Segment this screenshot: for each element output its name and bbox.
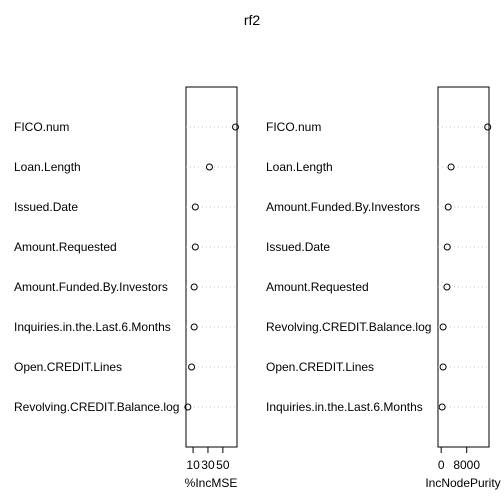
data-point	[191, 243, 199, 251]
x-tick-label: 10	[186, 458, 200, 472]
category-label: Open.CREDIT.Lines	[14, 360, 122, 374]
x-tick-label: 50	[216, 458, 230, 472]
category-label: Loan.Length	[14, 160, 81, 174]
data-point	[205, 163, 213, 171]
panel-inc-node-purity: FICO.numLoan.LengthAmount.Funded.By.Inve…	[266, 86, 501, 490]
category-labels: FICO.numLoan.LengthAmount.Funded.By.Inve…	[266, 120, 431, 414]
category-labels: FICO.numLoan.LengthIssued.DateAmount.Req…	[14, 120, 179, 414]
x-tick-label: 8000	[453, 458, 480, 472]
data-points	[184, 123, 240, 411]
category-label: FICO.num	[266, 120, 321, 134]
x-axis-title: %IncMSE	[185, 476, 238, 490]
x-axis: 0 8000	[438, 447, 480, 472]
data-point	[484, 123, 492, 131]
category-label: Issued.Date	[14, 200, 78, 214]
data-point	[439, 323, 447, 331]
category-label: Revolving.CREDIT.Balance.log	[266, 320, 431, 334]
category-label: Open.CREDIT.Lines	[266, 360, 374, 374]
x-tick-label: 30	[201, 458, 215, 472]
plot-frame	[437, 86, 490, 448]
data-point	[438, 403, 446, 411]
data-point	[439, 363, 447, 371]
category-label: FICO.num	[14, 120, 69, 134]
category-label: Inquiries.in.the.Last.6.Months	[266, 400, 423, 414]
data-point	[443, 243, 451, 251]
data-point	[232, 123, 240, 131]
data-points	[438, 123, 492, 411]
category-label: Revolving.CREDIT.Balance.log	[14, 400, 179, 414]
chart-title: rf2	[244, 12, 261, 28]
x-axis-title: IncNodePurity	[425, 476, 500, 490]
category-label: Inquiries.in.the.Last.6.Months	[14, 320, 171, 334]
data-point	[447, 163, 455, 171]
plot-frame	[185, 86, 238, 448]
data-point	[444, 203, 452, 211]
data-point	[184, 403, 192, 411]
category-label: Amount.Requested	[266, 280, 369, 294]
data-point	[190, 283, 198, 291]
data-point	[190, 323, 198, 331]
category-label: Loan.Length	[266, 160, 333, 174]
panel-inc-mse: FICO.numLoan.LengthIssued.DateAmount.Req…	[14, 86, 240, 490]
category-label: Amount.Funded.By.Investors	[14, 280, 168, 294]
category-label: Amount.Funded.By.Investors	[266, 200, 420, 214]
data-point	[443, 283, 451, 291]
x-tick-label: 0	[438, 458, 445, 472]
category-label: Amount.Requested	[14, 240, 117, 254]
data-point	[191, 203, 199, 211]
data-point	[188, 363, 196, 371]
category-label: Issued.Date	[266, 240, 330, 254]
